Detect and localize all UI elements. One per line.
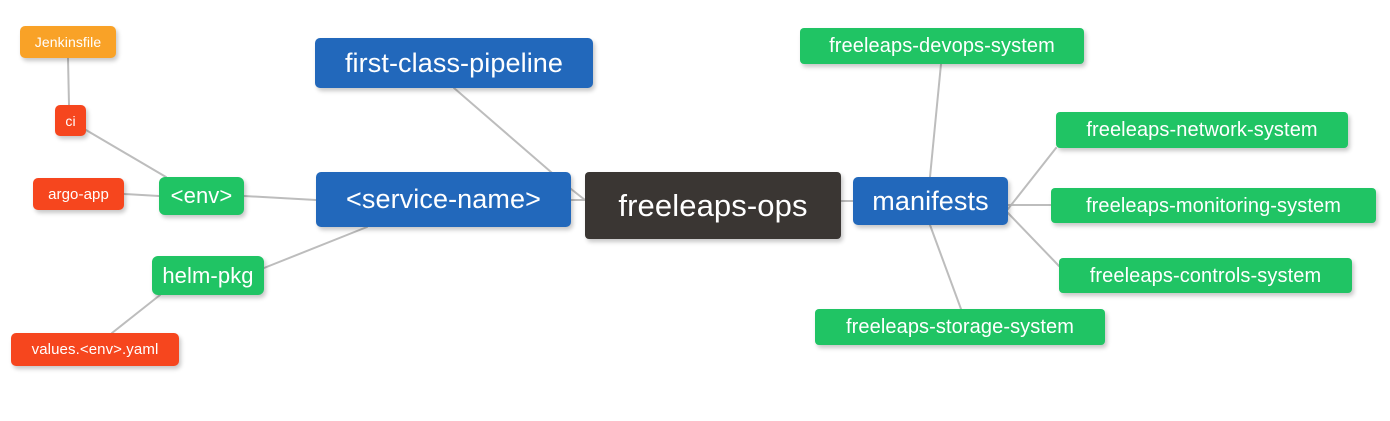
edge-helm-pkg-to-values-env-yaml — [111, 294, 161, 334]
edge-manifests-to-freeleaps-devops-system — [929, 63, 942, 178]
edge-ci-to-jenkinsfile — [67, 57, 70, 106]
node-freeleaps-devops-system[interactable]: freeleaps-devops-system — [800, 28, 1084, 64]
edge-service-name-to-env — [243, 195, 317, 201]
node-first-class-pipeline[interactable]: first-class-pipeline — [315, 38, 593, 88]
edge-env-to-ci — [85, 129, 167, 178]
node-freeleaps-controls-system[interactable]: freeleaps-controls-system — [1059, 258, 1352, 293]
node-freeleaps-monitoring-system[interactable]: freeleaps-monitoring-system — [1051, 188, 1376, 223]
edge-service-name-to-helm-pkg — [263, 226, 368, 269]
node-freeleaps-storage-system[interactable]: freeleaps-storage-system — [815, 309, 1105, 345]
node-manifests[interactable]: manifests — [853, 177, 1008, 225]
node-argo-app[interactable]: argo-app — [33, 178, 124, 210]
edge-env-to-argo-app — [123, 193, 160, 197]
node-freeleaps-ops[interactable]: freeleaps-ops — [585, 172, 841, 239]
node-service-name[interactable]: <service-name> — [316, 172, 571, 227]
edge-manifests-to-freeleaps-storage-system — [929, 224, 962, 310]
node-env[interactable]: <env> — [159, 177, 244, 215]
edge-manifests-to-freeleaps-network-system — [1007, 147, 1057, 210]
node-ci[interactable]: ci — [55, 105, 86, 136]
node-values-env-yaml[interactable]: values.<env>.yaml — [11, 333, 179, 366]
node-jenkinsfile[interactable]: Jenkinsfile — [20, 26, 116, 58]
node-helm-pkg[interactable]: helm-pkg — [152, 256, 264, 295]
node-freeleaps-network-system[interactable]: freeleaps-network-system — [1056, 112, 1348, 148]
